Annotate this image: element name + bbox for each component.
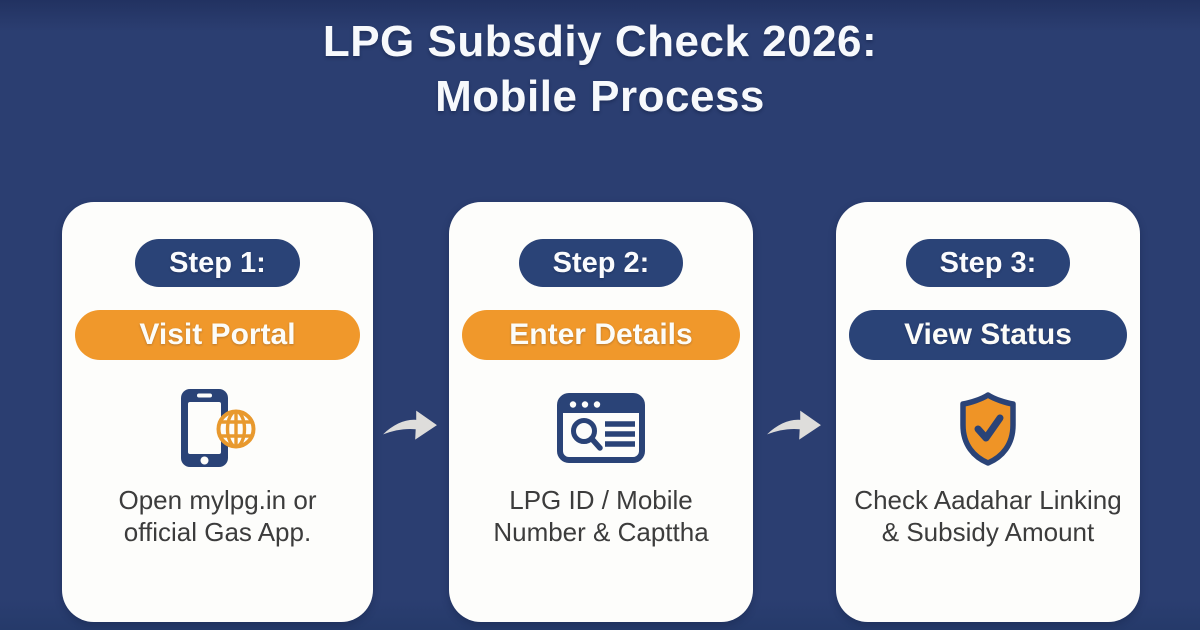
card-description: Check Aadahar Linking & Subsidy Amount bbox=[854, 485, 1122, 547]
phone-globe-icon bbox=[179, 386, 257, 472]
action-badge: Visit Portal bbox=[75, 310, 360, 360]
step-card-3: Step 3: View Status Check Aadahar Linkin… bbox=[836, 202, 1140, 622]
action-badge: View Status bbox=[849, 310, 1127, 360]
action-badge: Enter Details bbox=[462, 310, 740, 360]
step-badge: Step 2: bbox=[518, 239, 684, 287]
browser-search-icon bbox=[557, 386, 645, 472]
shield-check-icon bbox=[957, 386, 1019, 472]
step-card-2: Step 2: Enter Details LPG ID / Mobile Nu… bbox=[449, 202, 753, 622]
step-badge: Step 1: bbox=[135, 239, 300, 287]
right-arrow-icon bbox=[765, 401, 823, 443]
page-title-line1: LPG Subsdiy Check 2026: bbox=[322, 17, 878, 66]
card-description: Open mylpg.in or official Gas App. bbox=[118, 485, 317, 547]
page-title: LPG Subsdiy Check 2026: Mobile Process bbox=[0, 14, 1200, 124]
card-description: LPG ID / Mobile Number & Capttha bbox=[493, 485, 709, 547]
step-card-1: Step 1: Visit Portal Open mylpg.in or of… bbox=[62, 202, 373, 622]
page-title-line2: Mobile Process bbox=[435, 72, 765, 121]
step-badge: Step 3: bbox=[905, 239, 1071, 287]
right-arrow-icon bbox=[381, 401, 439, 443]
